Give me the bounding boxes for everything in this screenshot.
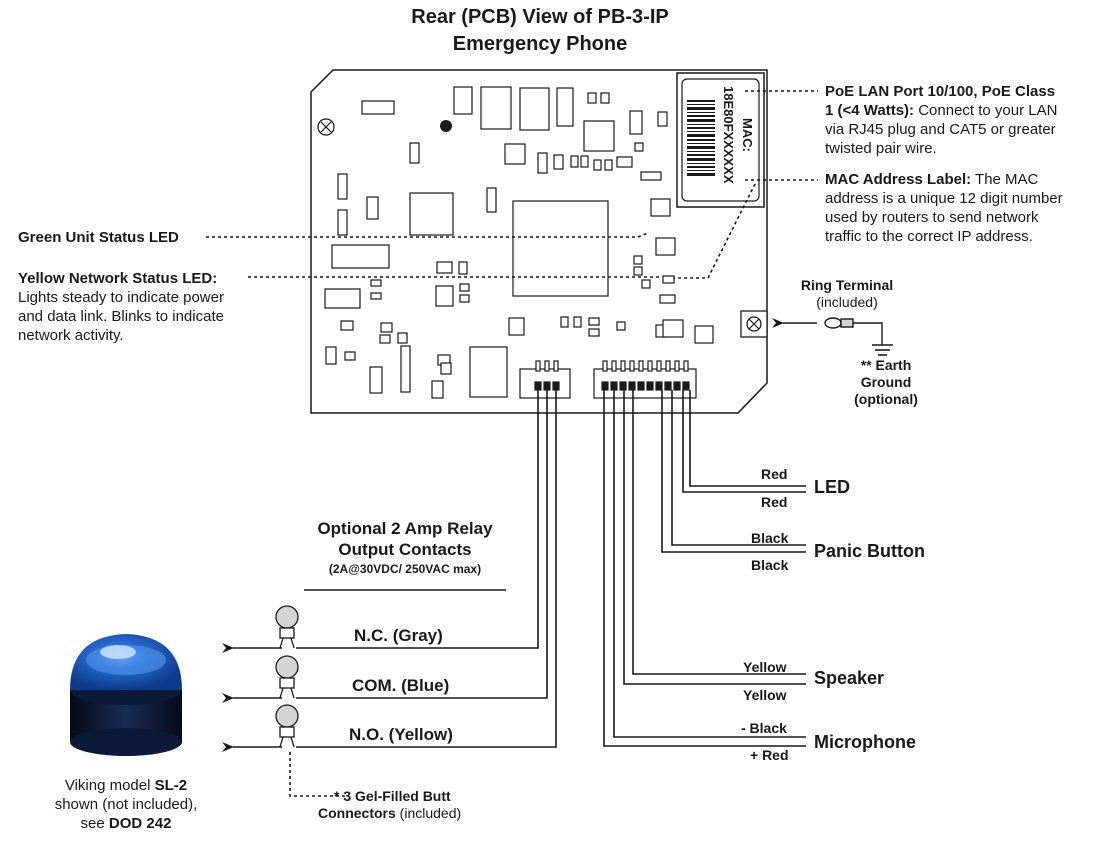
pcb-components [324,86,714,399]
yellow-led-heading: Yellow Network Status LED: [18,270,218,287]
pcb-hole [440,120,452,132]
mounting-screw-icon [317,118,335,136]
leader-lines [206,90,818,797]
strobe-caption-line2: shown (not included), [54,796,198,813]
poe-note: PoE LAN Port 10/100, PoE Class 1 (<4 Wat… [825,82,1057,158]
butt-connector-icon [275,704,299,748]
panic-wire1-label: Black [751,530,789,546]
ground-terminal-screw-icon [740,310,768,338]
pcb-board: MAC: 18E80FXXXXXX [310,69,768,414]
relay-nc-label: N.C. (Gray) [354,626,443,645]
mac-note: MAC Address Label: The MAC address is a … [825,170,1063,246]
mic-wire1-label: - Black [741,720,787,736]
mac-note-line3: used by routers to send network [825,209,1039,226]
yellow-led-line2: Lights steady to indicate power [18,289,224,306]
led-wire2-label: Red [761,494,788,510]
panic-button-label: Panic Button [814,541,925,561]
speaker-wire2-label: Yellow [743,687,787,703]
relay-title-line2: Output Contacts [338,540,472,559]
butt-connector-icon [275,605,299,649]
page-title-line1: Rear (PCB) View of PB-3-IP [411,6,669,28]
earth-ground-icon [872,344,893,356]
mac-note-heading: MAC Address Label: [825,171,972,188]
strobe-caption-pre: Viking model [64,777,155,794]
earth-ground-line2: Ground [860,374,912,390]
mac-code: 18E80FXXXXXX [721,86,736,184]
ring-terminal-sub: (included) [816,294,878,310]
poe-note-line4: twisted pair wire. [825,140,937,157]
relay-rating: (2A@30VDC/ 250VAC max) [328,562,482,576]
microphone-label: Microphone [814,732,916,752]
mac-note-line2: address is a unique 12 digit number [825,190,1063,207]
earth-ground-label: ** Earth Ground (optional) [840,357,932,408]
mic-wire2-label: + Red [750,747,789,763]
barcode-icon [687,100,715,176]
relay-wires [222,390,557,752]
butt-connectors-line1: * 3 Gel-Filled Butt [334,788,451,804]
page-title-line2: Emergency Phone [452,33,628,55]
butt-connectors-included: (included) [395,805,462,821]
device-wires [603,390,806,747]
led-label: LED [814,477,850,497]
relay-title-line1: Optional 2 Amp Relay [317,519,493,538]
strobe-caption: Viking model SL-2 shown (not included), … [26,776,226,833]
yellow-led-line3: and data link. Blinks to indicate [18,308,224,325]
relay-com-label: COM. (Blue) [352,676,450,695]
speaker-wire1-label: Yellow [743,659,787,675]
butt-connectors-word: Connectors [318,805,396,821]
panic-wire2-label: Black [751,557,789,573]
mac-note-line4: traffic to the correct IP address. [825,228,1033,245]
ring-terminal-title: Ring Terminal [800,277,894,293]
strobe-model: SL-2 [154,777,188,794]
relay-connector [519,360,571,399]
butt-connector-icon [275,655,299,699]
relay-no-label: N.O. (Yellow) [349,725,453,744]
mac-heading: MAC: [740,118,755,152]
device-connector [593,360,697,399]
strobe-dod: DOD 242 [108,815,172,832]
poe-note-class: 1 (<4 Watts): [825,102,915,119]
yellow-led-line4: network activity. [18,327,124,344]
green-led-note: Green Unit Status LED [18,229,179,246]
speaker-label: Speaker [814,668,885,688]
ring-terminal-label: Ring Terminal (included) [790,277,904,311]
earth-ground-line1: ** Earth [860,357,912,373]
ring-terminal-icon [772,317,883,345]
poe-note-heading: PoE LAN Port 10/100, PoE Class [825,83,1056,100]
strobe-caption-see: see [80,815,109,832]
poe-note-line3: via RJ45 plug and CAT5 or greater [825,121,1056,138]
yellow-led-note: Yellow Network Status LED: Lights steady… [18,269,224,345]
poe-note-text: Connect to your LAN [914,102,1058,119]
strobe-light-icon [70,634,182,756]
mac-note-text: The MAC [971,171,1039,188]
mac-address-label: MAC: 18E80FXXXXXX [676,72,765,208]
led-wire1-label: Red [761,466,788,482]
earth-ground-line3: (optional) [854,391,918,407]
butt-connectors-note: * 3 Gel-Filled Butt Connectors (included… [318,788,461,822]
